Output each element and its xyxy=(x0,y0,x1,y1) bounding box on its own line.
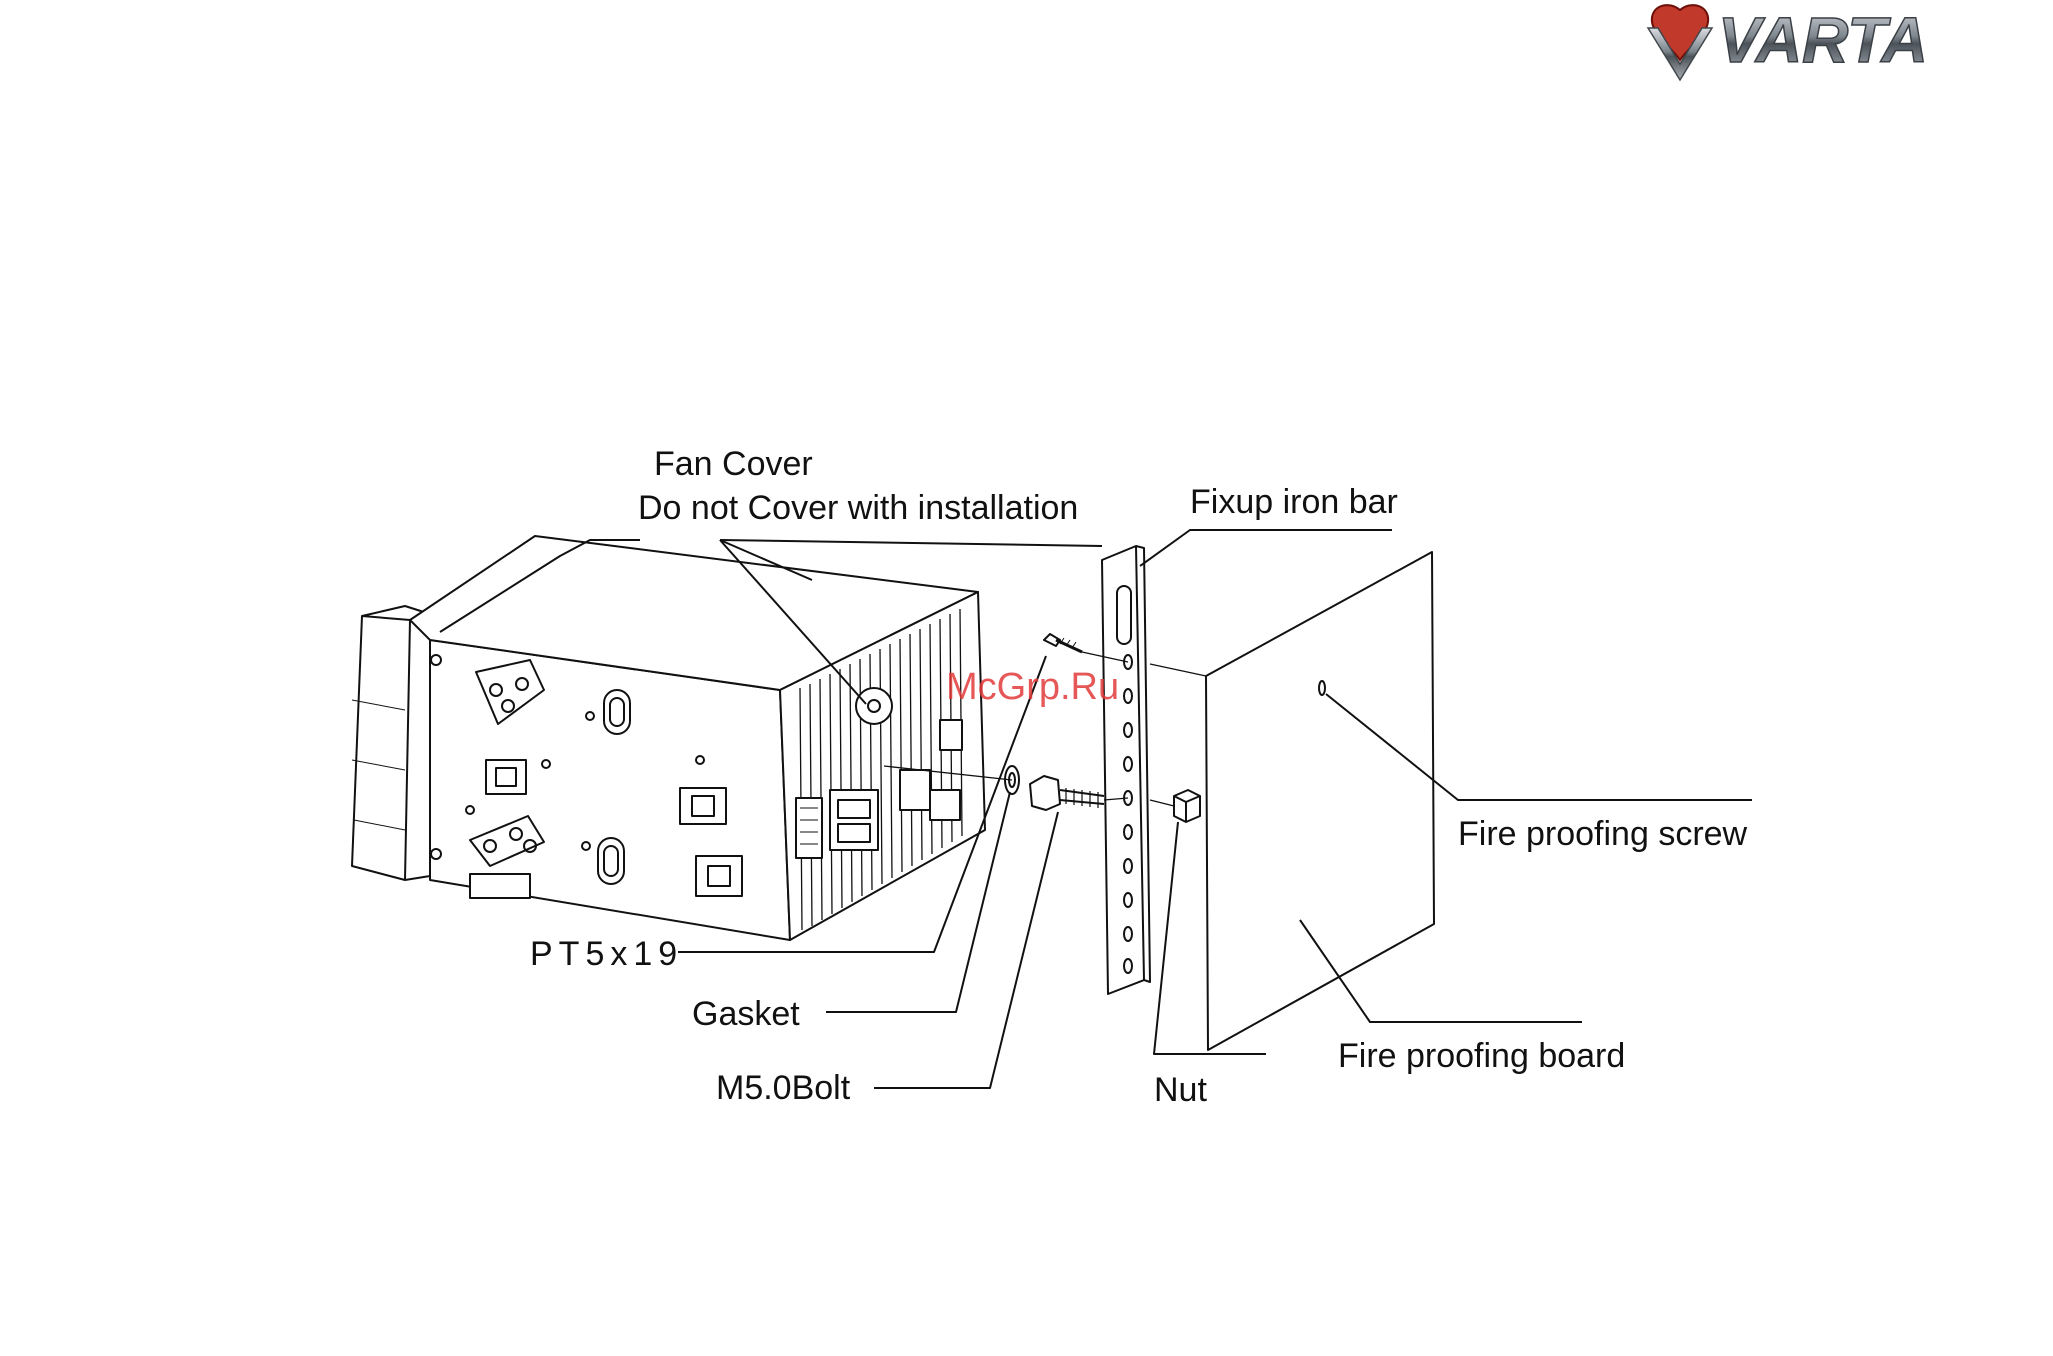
label-fan-cover-note: Do not Cover with installation xyxy=(638,488,1078,528)
label-nut: Nut xyxy=(1154,1070,1207,1110)
nut xyxy=(1174,790,1200,822)
fan-icon xyxy=(856,688,892,724)
m5-bolt xyxy=(1030,776,1104,810)
label-m5-bolt: M5.0Bolt xyxy=(716,1068,850,1108)
fixup-iron-bar xyxy=(1102,546,1150,994)
label-pt5x19: PT5x19 xyxy=(530,934,683,974)
label-fan-cover: Fan Cover xyxy=(654,444,813,484)
label-fixup-iron-bar: Fixup iron bar xyxy=(1190,482,1398,522)
label-fire-proofing-board: Fire proofing board xyxy=(1338,1036,1625,1076)
slot-hole xyxy=(604,690,630,734)
label-fire-proofing-screw: Fire proofing screw xyxy=(1458,814,1747,854)
head-unit xyxy=(352,536,985,940)
slot-hole xyxy=(598,838,624,884)
screw-pt5x19 xyxy=(1044,634,1082,652)
fire-proofing-board xyxy=(1206,552,1434,1050)
watermark-text: McGrp.Ru xyxy=(946,666,1119,709)
label-gasket: Gasket xyxy=(692,994,800,1034)
front-bezel xyxy=(352,616,410,880)
